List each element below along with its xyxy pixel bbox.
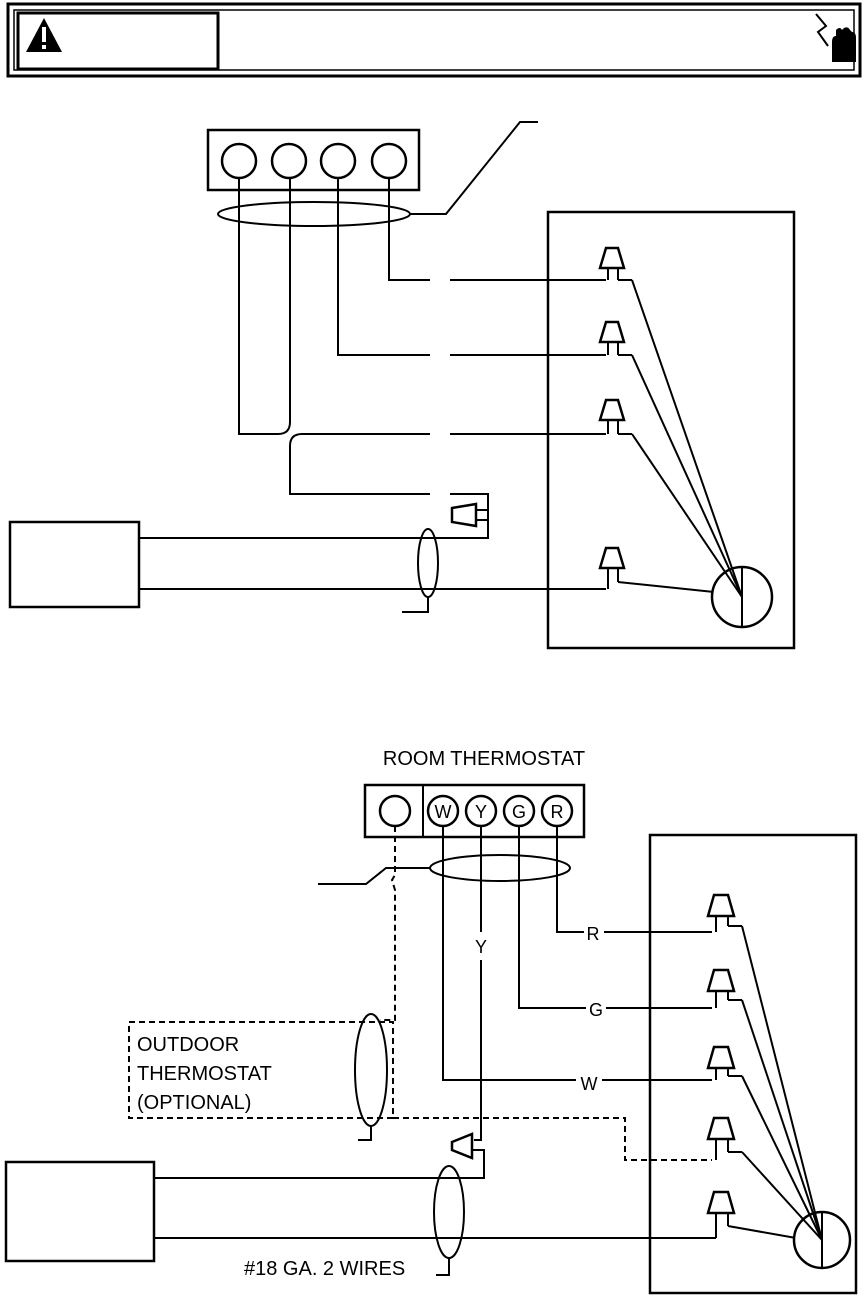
panel-connector	[706, 1045, 742, 1080]
terminal-label-g: G	[512, 802, 526, 822]
panel-connector	[598, 398, 632, 435]
terminal-3	[319, 142, 357, 180]
panel-connector	[706, 893, 742, 932]
outdoor-label-line2: THERMOSTAT	[137, 1063, 272, 1085]
wire-label-g: G	[589, 1000, 603, 1020]
warning-banner	[6, 2, 862, 78]
outdoor-unit-box	[4, 1160, 156, 1263]
diagram-top	[8, 121, 796, 650]
cable-bundle-2	[417, 528, 439, 598]
panel-connector	[598, 320, 632, 356]
panel-connector	[706, 1116, 742, 1160]
control-panel	[648, 833, 858, 1295]
terminal-outdoor	[378, 794, 412, 828]
wire-label-w: W	[581, 1074, 598, 1094]
outdoor-unit-box	[8, 520, 141, 609]
terminal-2	[270, 142, 308, 180]
outdoor-cable-bundle	[354, 1013, 388, 1127]
wire-label-y: Y	[475, 937, 487, 957]
cable-bundle-2	[433, 1165, 465, 1259]
terminal-1	[220, 142, 258, 180]
wire-label-r: R	[587, 924, 600, 944]
outdoor-thermostat-box	[128, 1021, 394, 1119]
terminal-label-w: W	[435, 802, 452, 822]
terminal-label-r: R	[551, 802, 564, 822]
electric-shock-hand-icon	[815, 13, 856, 62]
panel-connector	[598, 546, 715, 593]
cable-leader-line	[318, 867, 430, 885]
cable-bundle	[217, 201, 411, 227]
cable-bundle	[429, 854, 571, 882]
panel-connector	[706, 968, 742, 1008]
outdoor-label-line1: OUTDOOR	[137, 1034, 239, 1056]
warning-triangle-icon	[26, 18, 62, 52]
gauge-label: #18 GA. 2 WIRES	[244, 1258, 405, 1280]
panel-connector	[598, 246, 632, 281]
wire-nut	[450, 502, 478, 528]
thermostat-title: ROOM THERMOSTAT	[383, 748, 585, 770]
control-panel	[546, 210, 796, 650]
terminal-4	[370, 142, 408, 180]
cable-leader-line	[410, 121, 538, 215]
panel-connector	[706, 1190, 797, 1239]
outdoor-label-line3: (OPTIONAL)	[137, 1092, 251, 1114]
diagram-bottom: ROOM THERMOSTAT W Y G R R G W Y	[4, 748, 858, 1295]
wire-nut	[450, 1132, 474, 1160]
terminal-label-y: Y	[475, 802, 487, 822]
